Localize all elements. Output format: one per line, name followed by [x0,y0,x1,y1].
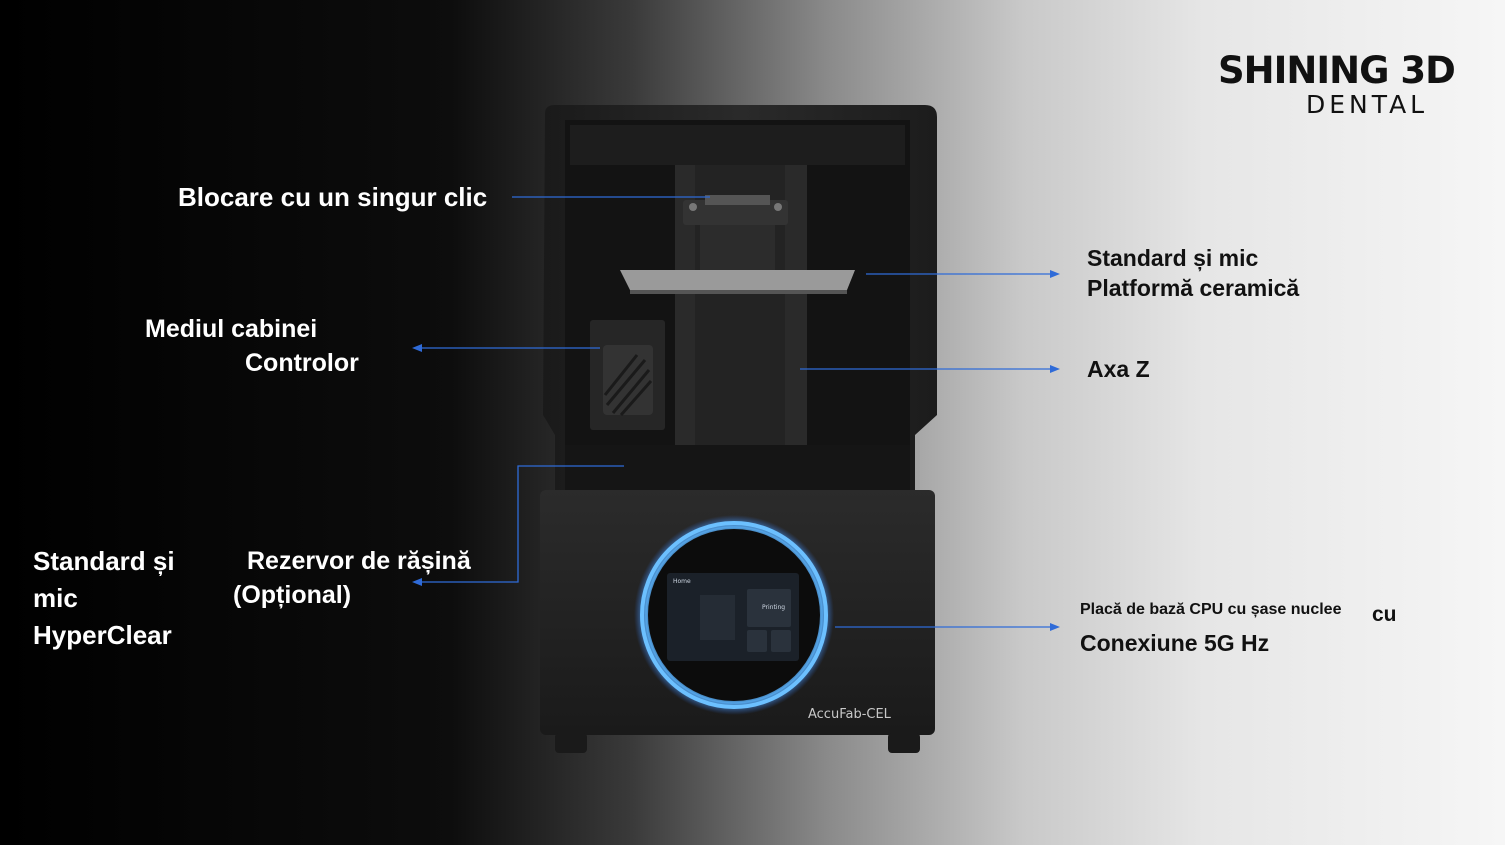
callout-one-click-lock: Blocare cu un singur clic [178,182,488,212]
screen-home-label: Home [673,578,691,585]
brand-logo-subtitle: DENTAL [1306,90,1429,119]
callout-cpu-line1: Placă de bază CPU cu șase nuclee [1080,601,1342,618]
printer-model-name: AccuFab-CEL [808,707,891,722]
callout-hyperclear-line1: Standard și [33,546,175,576]
callout-hyperclear-line2: mic [33,583,78,613]
callout-cpu-cu: cu [1372,603,1397,626]
callout-hyperclear-line3: HyperClear [33,620,172,650]
callout-cabin-line1: Mediul cabinei [145,315,318,343]
callout-cpu-line2: Conexiune 5G Hz [1080,630,1270,656]
callout-resin-line2: (Opțional) [233,581,352,609]
callout-platform-line1: Standard și mic [1087,245,1259,271]
callout-cabin-line2: Controlor [245,349,359,377]
callout-resin-line1: Rezervor de rășină [247,547,471,575]
screen-status-label: Printing [762,604,786,611]
callout-platform-line2: Platformă ceramică [1087,275,1300,301]
callout-z-axis: Axa Z [1087,356,1150,382]
leader-resin [420,465,624,583]
printer-illustration [540,105,937,753]
brand-logo-wordmark: SHINING 3D [1218,49,1456,92]
